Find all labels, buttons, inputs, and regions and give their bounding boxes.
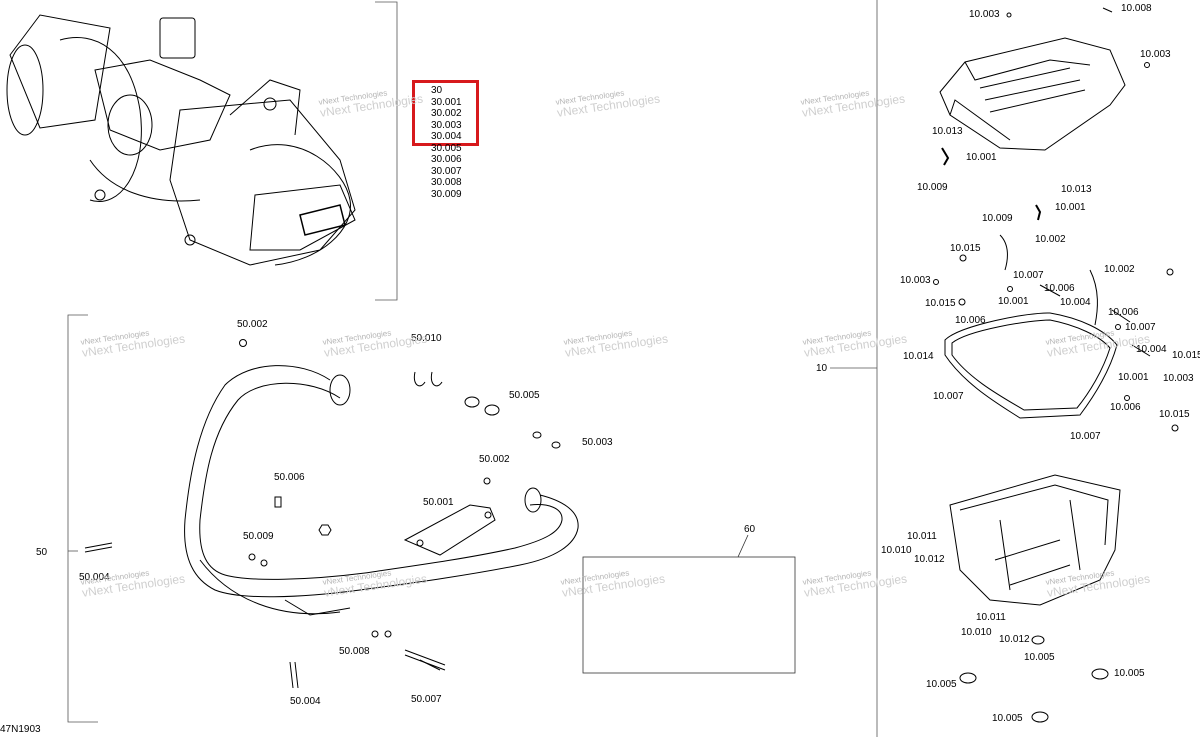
part-label[interactable]: 10.014 [903,351,934,362]
section-brackets [67,0,878,737]
part-label[interactable]: 10.010 [881,545,912,556]
part-label[interactable]: 50.004 [290,696,321,707]
part-label[interactable]: 10.008 [1121,3,1152,14]
part-label[interactable]: 10.013 [932,126,963,137]
part-label[interactable]: 10.011 [976,612,1006,623]
part-label[interactable]: 10.007 [1013,270,1044,281]
part-label[interactable]: 50.007 [411,694,442,705]
list-item[interactable]: 30.009 [431,188,462,200]
part-label[interactable]: 10.006 [1108,307,1139,318]
part-label[interactable]: 10.005 [1114,668,1145,679]
drawing-number: 47N1903 [0,724,41,735]
part-label[interactable]: 10.007 [1070,431,1101,442]
winch-drawing [6,14,356,266]
part-label[interactable]: 10.005 [926,679,957,690]
list-item[interactable]: 30.003 [431,119,462,131]
list-item[interactable]: 30 [431,85,443,96]
part-label[interactable]: 10.003 [900,275,931,286]
list-item[interactable]: 30.004 [431,131,462,142]
part-label[interactable]: 10.006 [955,315,986,326]
part-label[interactable]: 10.007 [933,391,964,402]
part-label[interactable]: 10.009 [917,182,948,193]
hardware-drawing [84,339,561,689]
part-label[interactable]: 60 [744,524,756,535]
part-label[interactable]: 10.015 [925,298,956,309]
winch-part-list: 30 30.001 30.002 30.003 30.004 30.005 30… [431,85,462,200]
bumper-drawing [184,365,579,616]
part-label[interactable]: 10.010 [961,627,992,638]
part-label[interactable]: 50.008 [339,646,370,657]
list-item[interactable]: 30.007 [431,165,462,177]
part-label[interactable]: 10 [816,363,828,374]
part-label[interactable]: 10.005 [1024,652,1055,663]
part-label[interactable]: 10.002 [1035,234,1066,245]
list-item[interactable]: 30.001 [431,96,462,108]
part-label[interactable]: 10.006 [1110,402,1141,413]
part-label[interactable]: 10.015 [1172,350,1200,361]
part-label[interactable]: 10.003 [1140,49,1171,60]
part-label[interactable]: 10.001 [998,296,1029,307]
part-label[interactable]: 10.004 [1136,344,1167,355]
part-label[interactable]: 10.005 [992,713,1023,724]
storage-box-drawing [933,7,1179,723]
part-label[interactable]: 50.004 [79,572,110,583]
part-label[interactable]: 50 [36,547,48,558]
part-label[interactable]: 10.006 [1044,283,1075,294]
list-item[interactable]: 30.002 [431,108,462,119]
part-label[interactable]: 10.015 [1159,409,1190,420]
part-label[interactable]: 50.003 [582,437,613,448]
part-label[interactable]: 10.001 [966,152,997,163]
part-label[interactable]: 50.002 [237,319,268,330]
part-label[interactable]: 50.005 [509,390,540,401]
highlight-frame [412,80,479,146]
part-label[interactable]: 10.015 [950,243,981,254]
list-item[interactable]: 30.008 [431,177,462,188]
list-item[interactable]: 30.005 [431,142,462,154]
part-label[interactable]: 50.009 [243,531,274,542]
part-label[interactable]: 50.001 [423,497,454,508]
part-label[interactable]: 10.011 [907,531,937,542]
list-item[interactable]: 30.006 [431,154,462,165]
part-label[interactable]: 10.007 [1125,322,1156,333]
part-label[interactable]: 50.006 [274,472,305,483]
part-label[interactable]: 10.012 [999,634,1030,645]
part-label[interactable]: 10.003 [1163,373,1194,384]
part-label[interactable]: 10.003 [969,9,1000,20]
part-label[interactable]: 10.004 [1060,297,1091,308]
part-label[interactable]: 50.010 [411,333,442,344]
part-label[interactable]: 10.002 [1104,264,1135,275]
part-label[interactable]: 10.001 [1055,202,1086,213]
part-label[interactable]: 10.013 [1061,184,1092,195]
part-label[interactable]: 50.002 [479,454,510,465]
part-label[interactable]: 10.012 [914,554,945,565]
kit-box-60 [582,556,796,674]
part-label[interactable]: 10.001 [1118,372,1149,383]
part-label[interactable]: 10.009 [982,213,1013,224]
